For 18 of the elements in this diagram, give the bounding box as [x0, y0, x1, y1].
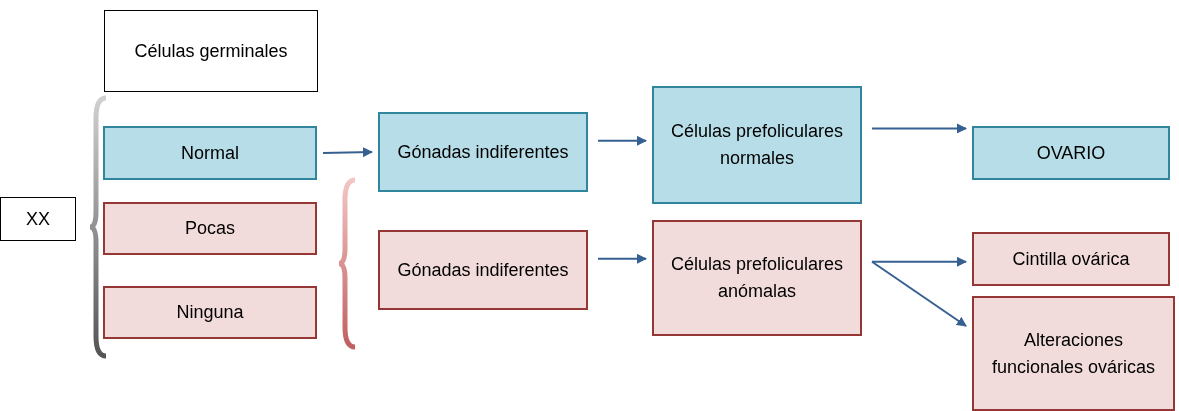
arrow — [871, 256, 967, 267]
process-box: Gónadas indiferentes — [378, 112, 588, 192]
category-box: Ninguna — [103, 286, 317, 339]
process-box: Gónadas indiferentes — [378, 230, 588, 310]
result-box: OVARIO — [972, 126, 1170, 180]
result-box: Cintilla ovárica — [972, 232, 1170, 286]
arrow — [871, 260, 967, 327]
category-box: Normal — [103, 126, 317, 180]
header-box: Células germinales — [104, 10, 318, 92]
arrow — [322, 147, 373, 158]
arrow — [597, 135, 647, 146]
category-box: Pocas — [103, 202, 317, 255]
process-box: Células prefoliculares normales — [652, 86, 862, 204]
result-box: Alteraciones funcionales ováricas — [972, 296, 1175, 411]
process-box: Células prefoliculares anómalas — [652, 220, 862, 336]
arrow — [597, 253, 647, 264]
label-box: XX — [0, 197, 76, 241]
arrow — [871, 123, 967, 134]
